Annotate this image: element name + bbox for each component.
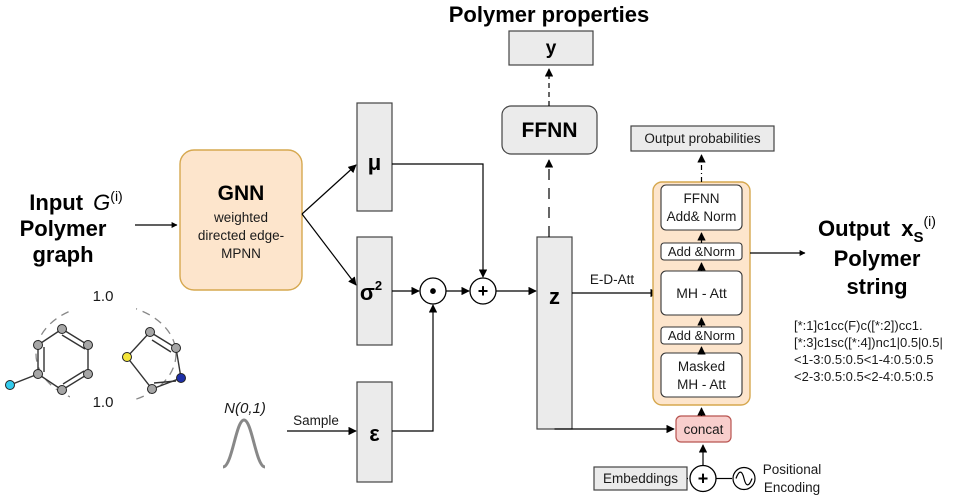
output-probabilities-box: Output probabilities: [630, 125, 775, 152]
svg-text:+: +: [698, 469, 709, 489]
decoder-mh-att-label: MH - Att: [676, 285, 727, 301]
svg-text:+: +: [478, 281, 489, 301]
svg-text:Output xS(i): Output xS(i): [818, 213, 936, 246]
z-box: z: [536, 236, 573, 430]
input-superscript: (i): [110, 188, 122, 204]
sigma-box: σ2: [356, 236, 393, 346]
edge-gnn-to-mu: [301, 164, 357, 215]
gnn-title: GNN: [218, 182, 265, 205]
svg-text:•: •: [429, 281, 436, 303]
edge-mu-to-plus: [392, 163, 488, 278]
positional-line2: Encoding: [764, 480, 820, 495]
output-line3: string: [846, 274, 907, 299]
embeddings-box: Embeddings: [593, 466, 688, 491]
polymer-string-text: [*:1]c1cc(F)c([*:2])cc1. [*:3]c1sc([*:4]…: [794, 318, 943, 384]
positional-add-operator: +: [689, 464, 717, 493]
output-probabilities-label: Output probabilities: [644, 131, 761, 146]
gnn-line3: MPNN: [221, 246, 261, 261]
concat-box: concat: [675, 415, 732, 443]
svg-text:Input G(i): Input G(i): [29, 188, 122, 215]
noise-distribution-label: N(0,1): [224, 400, 266, 417]
ffnn-predictor-label: FFNN: [522, 119, 578, 142]
y-output-box: y: [508, 30, 594, 66]
edge-gnn-to-sigma: [301, 213, 357, 286]
decoder-block: FFNN Add& Norm Add &Norm MH - Att Add &N…: [652, 181, 751, 406]
gaussian-curve: [222, 418, 266, 469]
z-symbol: z: [549, 284, 560, 309]
svg-text:σ2: σ2: [360, 278, 382, 305]
input-word: Input: [29, 190, 83, 215]
polymer-string-line: [*:3]c1sc([*:4])nc1|0.5|0.5|: [794, 335, 943, 350]
title-polymer-properties: Polymer properties: [449, 2, 650, 27]
sample-label: Sample: [293, 413, 339, 428]
sine-wave-icon: [732, 466, 756, 491]
decoder-addnorm-top-label: Add &Norm: [668, 244, 735, 259]
output-label: Output xS(i) Polymer string: [818, 213, 936, 299]
polymer-string-line: <1-3:0.5:0.5<1-4:0.5:0.5: [794, 352, 934, 367]
ffnn-predictor-box: FFNN: [501, 105, 598, 155]
output-line2: Polymer: [834, 246, 921, 271]
input-symbol: G: [93, 190, 110, 215]
decoder-masked-line1: Masked: [678, 359, 725, 374]
ed-att-label: E-D-Att: [590, 272, 635, 287]
gnn-box: GNN weighted directed edge- MPNN: [179, 149, 303, 291]
output-subscript: S: [914, 229, 924, 246]
epsilon-box: ε: [356, 381, 393, 483]
decoder-ffnn-line2: Add& Norm: [667, 209, 737, 224]
decoder-ffnn-line1: FFNN: [684, 191, 720, 206]
sigma-exponent: 2: [375, 278, 382, 293]
graph-weight-bottom: 1.0: [93, 394, 114, 411]
mu-symbol: μ: [368, 150, 381, 175]
decoder-addnorm-bottom-label: Add &Norm: [668, 328, 735, 343]
concat-label: concat: [684, 422, 724, 437]
input-label: Input G(i) Polymer graph: [20, 188, 123, 267]
gnn-line1: weighted: [213, 210, 268, 225]
epsilon-symbol: ε: [369, 421, 380, 446]
edge-epsilon-to-mul: [392, 304, 438, 432]
positional-line1: Positional: [763, 462, 822, 477]
output-symbol: x: [901, 216, 914, 241]
mu-box: μ: [356, 102, 393, 212]
sigma-symbol: σ: [360, 280, 375, 305]
graph-weight-top: 1.0: [93, 288, 114, 305]
decoder-ffnn-addnorm-box: [660, 184, 743, 231]
polymer-string-line: <2-3:0.5:0.5<2-4:0.5:0.5: [794, 369, 934, 384]
polymer-graph-illustration: 1.0 1.0: [5, 288, 186, 411]
decoder-masked-line2: MH - Att: [677, 377, 726, 392]
input-line2: Polymer: [20, 216, 107, 241]
output-word: Output: [818, 216, 891, 241]
multiply-operator: •: [419, 277, 447, 305]
polymer-string-line: [*:1]c1cc(F)c([*:2])cc1.: [794, 318, 923, 333]
output-superscript: (i): [924, 213, 936, 229]
input-line3: graph: [32, 242, 93, 267]
y-label: y: [546, 38, 557, 59]
add-operator: +: [469, 277, 497, 305]
embeddings-label: Embeddings: [603, 471, 678, 486]
gnn-line2: directed edge-: [198, 228, 284, 243]
